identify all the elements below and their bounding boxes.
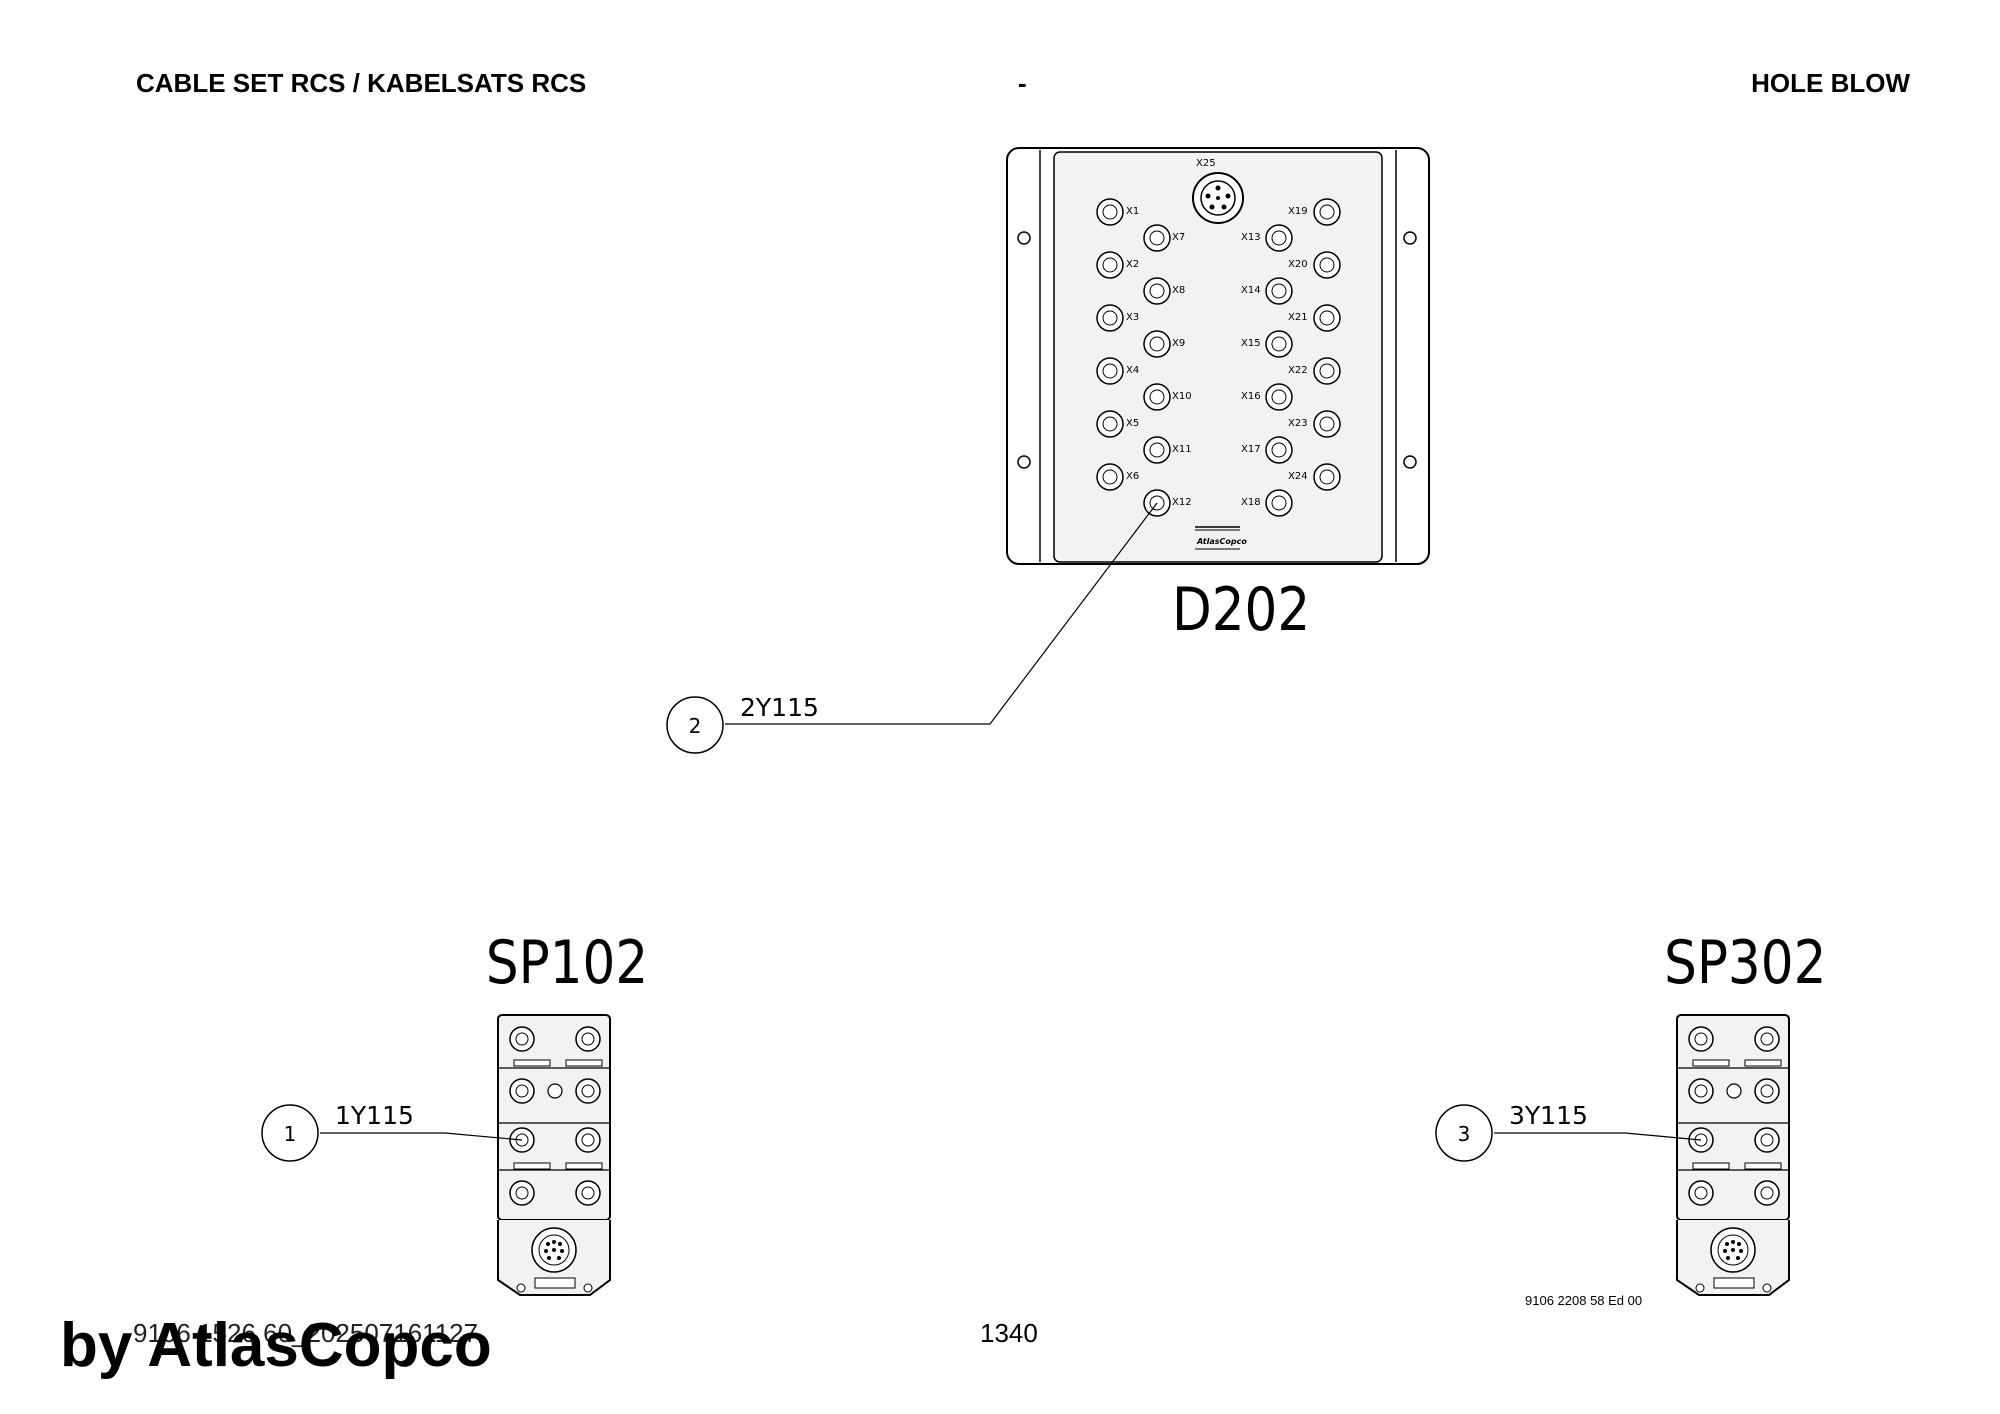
port-icon	[509, 1180, 535, 1206]
port-x9: X9	[1143, 330, 1185, 358]
port-icon	[1754, 1078, 1780, 1104]
header-title: CABLE SET RCS / KABELSATS RCS	[136, 68, 587, 98]
port-x4: X4	[1096, 357, 1139, 385]
port-icon	[1688, 1078, 1714, 1104]
cable-label: 2Y115	[740, 693, 819, 722]
port-x19: X19	[1288, 198, 1341, 226]
port-x7: X7	[1143, 224, 1185, 252]
port-label: X23	[1288, 418, 1308, 429]
port-x14: X14	[1241, 277, 1293, 305]
port-label: X6	[1126, 471, 1139, 482]
device-label-d202: D202	[1172, 575, 1310, 645]
port-icon	[1754, 1180, 1780, 1206]
device-sp102	[497, 1014, 611, 1296]
port-label: X1	[1126, 206, 1139, 217]
port-icon	[1754, 1127, 1780, 1153]
header-separator: -	[1018, 68, 1027, 98]
port-x2: X2	[1096, 251, 1139, 279]
port-x24: X24	[1288, 463, 1341, 491]
port-label: X12	[1172, 497, 1192, 508]
port-label: X7	[1172, 232, 1185, 243]
port-label: X11	[1172, 444, 1192, 455]
port-icon	[1688, 1026, 1714, 1052]
page-number: 1340	[980, 1318, 1038, 1348]
port-icon	[509, 1026, 535, 1052]
port-x6: X6	[1096, 463, 1139, 491]
cable-label: 3Y115	[1509, 1101, 1588, 1130]
port-x18: X18	[1241, 489, 1293, 517]
port-icon	[575, 1180, 601, 1206]
document-id: 9106 1526 60_202507161127	[133, 1318, 479, 1348]
port-label: X18	[1241, 497, 1261, 508]
callout-number: 2	[689, 714, 702, 738]
port-icon	[575, 1026, 601, 1052]
port-x22: X22	[1288, 357, 1341, 385]
watermark: by AtlasCopco	[60, 1311, 492, 1380]
port-label: X13	[1241, 232, 1261, 243]
port-x10: X10	[1143, 383, 1192, 411]
port-icon	[1754, 1026, 1780, 1052]
port-x17: X17	[1241, 436, 1293, 464]
drawing-number: 9106 2208 58 Ed 00	[1525, 1293, 1643, 1308]
callout-1: 1 1Y115	[261, 1101, 523, 1162]
port-x8: X8	[1143, 277, 1185, 305]
port-icon	[575, 1127, 601, 1153]
port-label: X20	[1288, 259, 1308, 270]
port-x1: X1	[1096, 198, 1139, 226]
port-label: X2	[1126, 259, 1139, 270]
callout-3: 3 3Y115	[1435, 1101, 1702, 1162]
port-x13: X13	[1241, 224, 1293, 252]
port-label: X14	[1241, 285, 1261, 296]
port-x5: X5	[1096, 410, 1139, 438]
port-x15: X15	[1241, 330, 1293, 358]
device-sp302	[1676, 1014, 1790, 1296]
port-label: X9	[1172, 338, 1185, 349]
port-label: X22	[1288, 365, 1308, 376]
port-x23: X23	[1288, 410, 1341, 438]
port-label: X3	[1126, 312, 1139, 323]
callout-number: 3	[1458, 1122, 1471, 1146]
device-label-sp102: SP102	[486, 928, 648, 998]
cable-label: 1Y115	[335, 1101, 414, 1130]
port-label: X4	[1126, 365, 1139, 376]
main-connector-icon	[1710, 1227, 1756, 1273]
port-label: X15	[1241, 338, 1261, 349]
port-x21: X21	[1288, 304, 1341, 332]
port-icon	[1688, 1180, 1714, 1206]
port-x3: X3	[1096, 304, 1139, 332]
port-label: X5	[1126, 418, 1139, 429]
port-label: X10	[1172, 391, 1192, 402]
connector-x25-icon	[1192, 172, 1244, 224]
port-icon	[575, 1078, 601, 1104]
atlascopco-logo-icon: AtlasCopco	[1195, 526, 1247, 550]
callout-2: 2 2Y115	[666, 502, 1158, 754]
port-label: X19	[1288, 206, 1308, 217]
port-label: X16	[1241, 391, 1261, 402]
port-x11: X11	[1143, 436, 1192, 464]
main-connector-icon	[531, 1227, 577, 1273]
port-label: X17	[1241, 444, 1261, 455]
port-label: X21	[1288, 312, 1308, 323]
port-icon	[509, 1078, 535, 1104]
port-x20: X20	[1288, 251, 1341, 279]
header-function: HOLE BLOW	[1751, 68, 1910, 98]
callout-number: 1	[284, 1122, 297, 1146]
device-logo-text: AtlasCopco	[1196, 537, 1247, 546]
device-label-sp302: SP302	[1664, 928, 1826, 998]
port-label: X8	[1172, 285, 1185, 296]
port-label: X24	[1288, 471, 1308, 482]
device-d202: X25 X1 X2 X3 X4 X5 X6 X7 X8 X9 X10 X11 X…	[1006, 147, 1430, 565]
connector-label-x25: X25	[1196, 158, 1216, 169]
port-x16: X16	[1241, 383, 1293, 411]
